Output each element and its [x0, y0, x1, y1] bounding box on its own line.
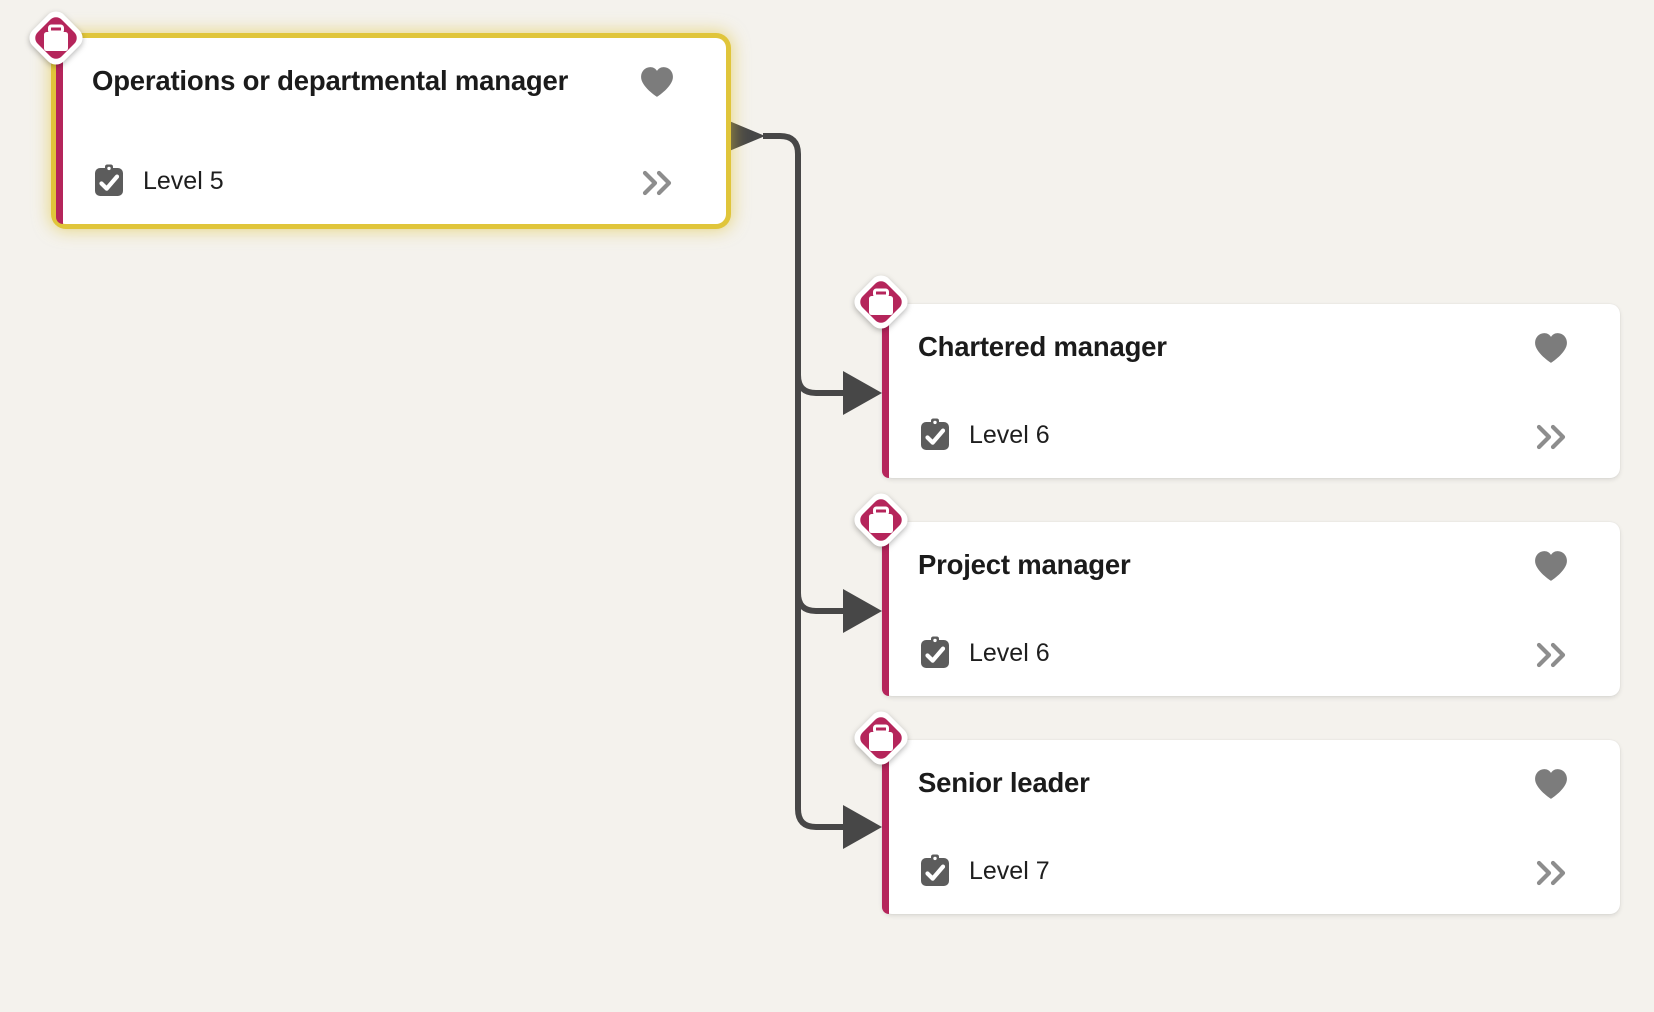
double-chevron-right-icon[interactable] [1536, 424, 1568, 450]
briefcase-icon[interactable] [849, 488, 913, 552]
node-accent-bar [882, 522, 889, 696]
edge-arrowhead-senior [843, 805, 882, 849]
node-accent-bar [56, 38, 63, 224]
clipboard-check-icon [918, 854, 952, 888]
briefcase-icon[interactable] [849, 706, 913, 770]
node-level-row: Level 6 [918, 636, 1050, 670]
node-level-label: Level 6 [969, 638, 1050, 667]
edge-root-to-project [795, 154, 845, 614]
edge-arrowhead-project [843, 589, 882, 633]
node-accent-bar [882, 740, 889, 914]
clipboard-check-icon [918, 636, 952, 670]
node-title: Senior leader [918, 767, 1090, 798]
edge-arrowhead-chartered [843, 371, 882, 415]
edge-source-marker [722, 118, 765, 154]
node-card-root[interactable]: Operations or departmental manager Level… [56, 38, 726, 224]
node-level-row: Level 7 [918, 854, 1050, 888]
node-accent-bar [882, 304, 889, 478]
node-card-senior-leader[interactable]: Senior leader Level 7 [882, 740, 1620, 914]
double-chevron-right-icon[interactable] [1536, 642, 1568, 668]
node-level-row: Level 6 [918, 418, 1050, 452]
node-title: Project manager [918, 549, 1131, 580]
briefcase-icon[interactable] [849, 270, 913, 334]
heart-icon[interactable] [1534, 768, 1568, 800]
briefcase-icon[interactable] [24, 6, 88, 70]
node-card-chartered-manager[interactable]: Chartered manager Level 6 [882, 304, 1620, 478]
node-level-row: Level 5 [92, 164, 224, 198]
node-card-project-manager[interactable]: Project manager Level 6 [882, 522, 1620, 696]
node-level-label: Level 5 [143, 166, 224, 195]
double-chevron-right-icon[interactable] [642, 170, 674, 196]
edge-root-to-senior [795, 593, 845, 830]
heart-icon[interactable] [640, 66, 674, 98]
node-title: Chartered manager [918, 331, 1167, 362]
edge-root-to-chartered [763, 133, 845, 396]
heart-icon[interactable] [1534, 332, 1568, 364]
clipboard-check-icon [92, 164, 126, 198]
node-title: Operations or departmental manager [92, 65, 569, 96]
clipboard-check-icon [918, 418, 952, 452]
node-level-label: Level 6 [969, 420, 1050, 449]
heart-icon[interactable] [1534, 550, 1568, 582]
double-chevron-right-icon[interactable] [1536, 860, 1568, 886]
node-level-label: Level 7 [969, 856, 1050, 885]
